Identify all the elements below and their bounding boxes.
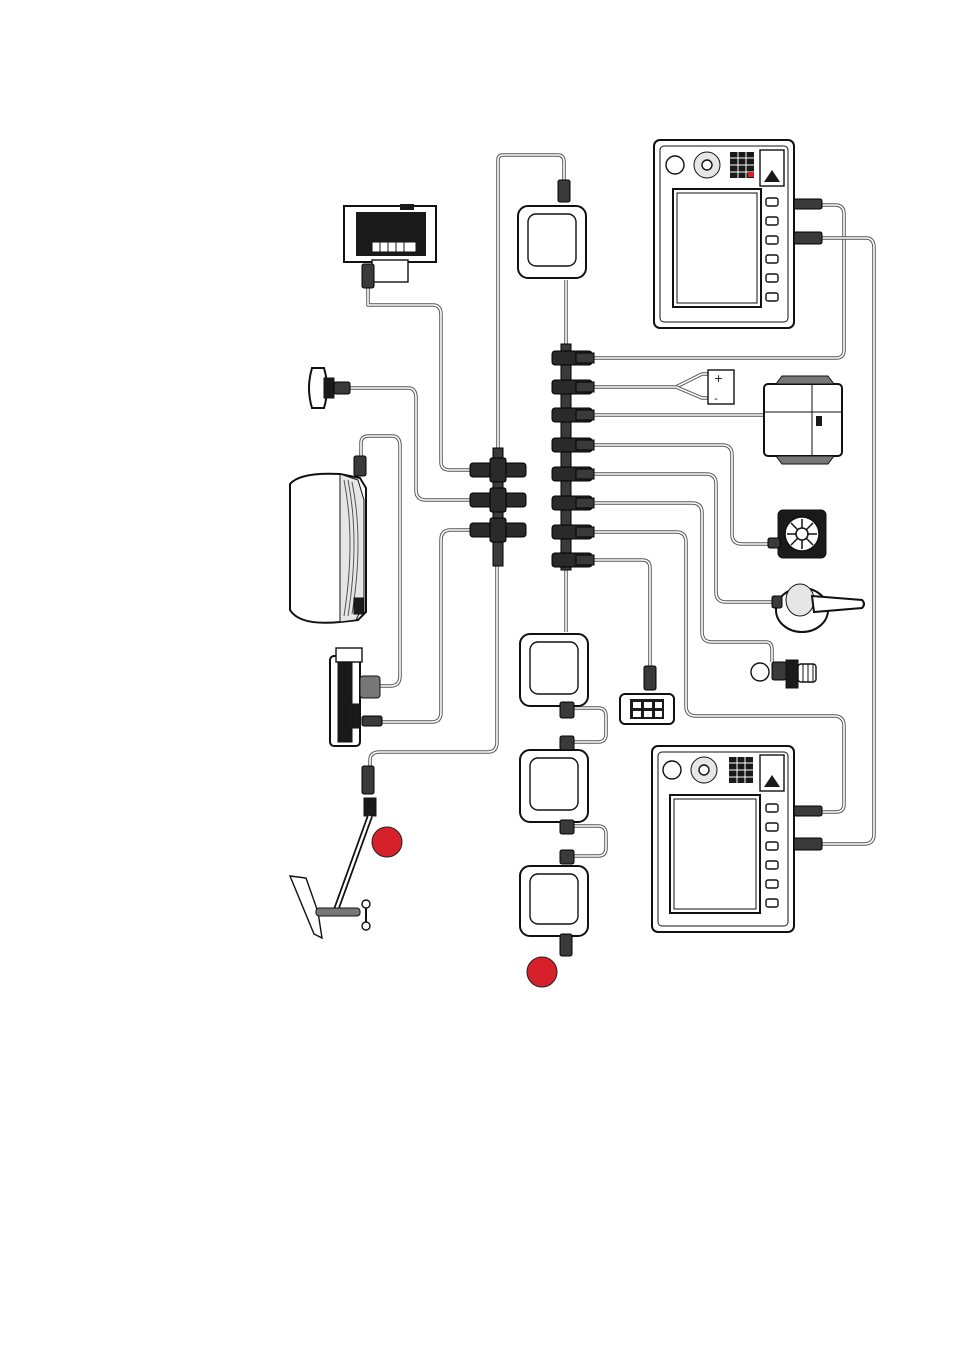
wind-vane-icon [290, 766, 376, 938]
battery-positive-label: + [714, 372, 723, 385]
puck-antenna-icon [309, 368, 350, 408]
t-connector [552, 438, 594, 452]
joystick-icon [772, 584, 864, 632]
remote-joystick [772, 584, 864, 632]
instrument-display-icon [520, 634, 588, 718]
junction-box [764, 376, 842, 464]
transducer-icon [751, 660, 816, 688]
mfd-keypad-icon [652, 746, 822, 932]
radar-dome-icon [290, 456, 366, 623]
backbone-terminator-bottom [527, 957, 557, 987]
t-connector [470, 488, 526, 512]
left-backbone [470, 448, 526, 566]
t-connector [552, 496, 594, 510]
t-connector [552, 408, 594, 422]
wind-transducer [290, 766, 376, 938]
instrument-display [520, 736, 588, 834]
t-connector [552, 380, 594, 394]
battery-negative-label: - [714, 392, 718, 405]
t-connector [552, 553, 594, 567]
instrument-display-icon [518, 180, 586, 278]
small-display-icon [344, 204, 436, 288]
t-connector [470, 518, 526, 542]
battery-power: + - [708, 370, 734, 405]
through-hull-transducer [751, 660, 816, 688]
junction-box-icon [764, 376, 842, 464]
instrument-display [520, 634, 588, 718]
backbone-terminator-left [372, 827, 402, 857]
instrument-display [518, 180, 586, 278]
gps-antenna [309, 368, 350, 408]
keypad-pod-icon [620, 666, 674, 724]
small-display-unit [344, 204, 436, 288]
battery-icon: + - [708, 370, 734, 405]
instrument-display-icon [520, 850, 588, 956]
terminator-icon [527, 957, 557, 987]
autopilot-control-head [768, 510, 826, 558]
multifunction-display-bottom [652, 746, 822, 932]
t-connector [470, 458, 526, 482]
multifunction-display-top [654, 140, 822, 328]
instrument-display-icon [520, 736, 588, 834]
mfd-keypad-icon [654, 140, 822, 328]
radar-dome [290, 456, 366, 623]
button-pod [620, 666, 674, 724]
terminator-icon [372, 827, 402, 857]
t-connector [552, 525, 594, 539]
t-connector [552, 467, 594, 481]
rotary-controller-icon [768, 510, 826, 558]
autopilot-computer [330, 648, 382, 746]
instrument-display [520, 850, 588, 956]
autopilot-computer-icon [330, 648, 382, 746]
t-connector [552, 351, 594, 365]
right-backbone [552, 344, 594, 570]
